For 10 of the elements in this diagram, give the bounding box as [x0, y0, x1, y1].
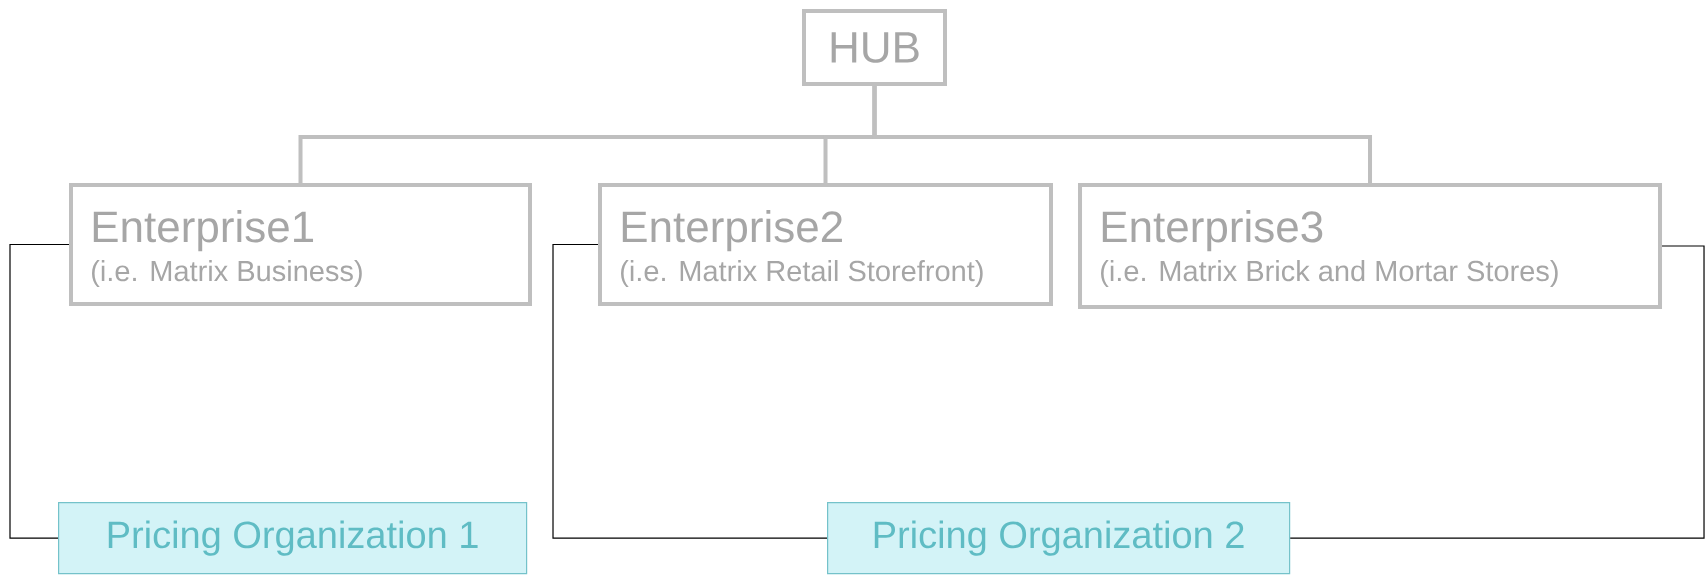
enterprise-box: Enterprise2 (i.e. Matrix Retail Storefront) [598, 183, 1053, 306]
pricing-box: Pricing Organization 2 [827, 502, 1291, 575]
connector-line [552, 243, 828, 539]
connector-line [9, 243, 70, 539]
enterprise-box: Enterprise1 (i.e. Matrix Business) [69, 183, 532, 306]
enterprise-box: Enterprise3 (i.e. Matrix Brick and Mortar Stores) [1078, 183, 1662, 309]
pricing-box: Pricing Organization 1 [58, 502, 528, 575]
hub-box: HUB [802, 9, 947, 86]
connector-line [872, 86, 1372, 183]
connector-line [1289, 245, 1705, 539]
